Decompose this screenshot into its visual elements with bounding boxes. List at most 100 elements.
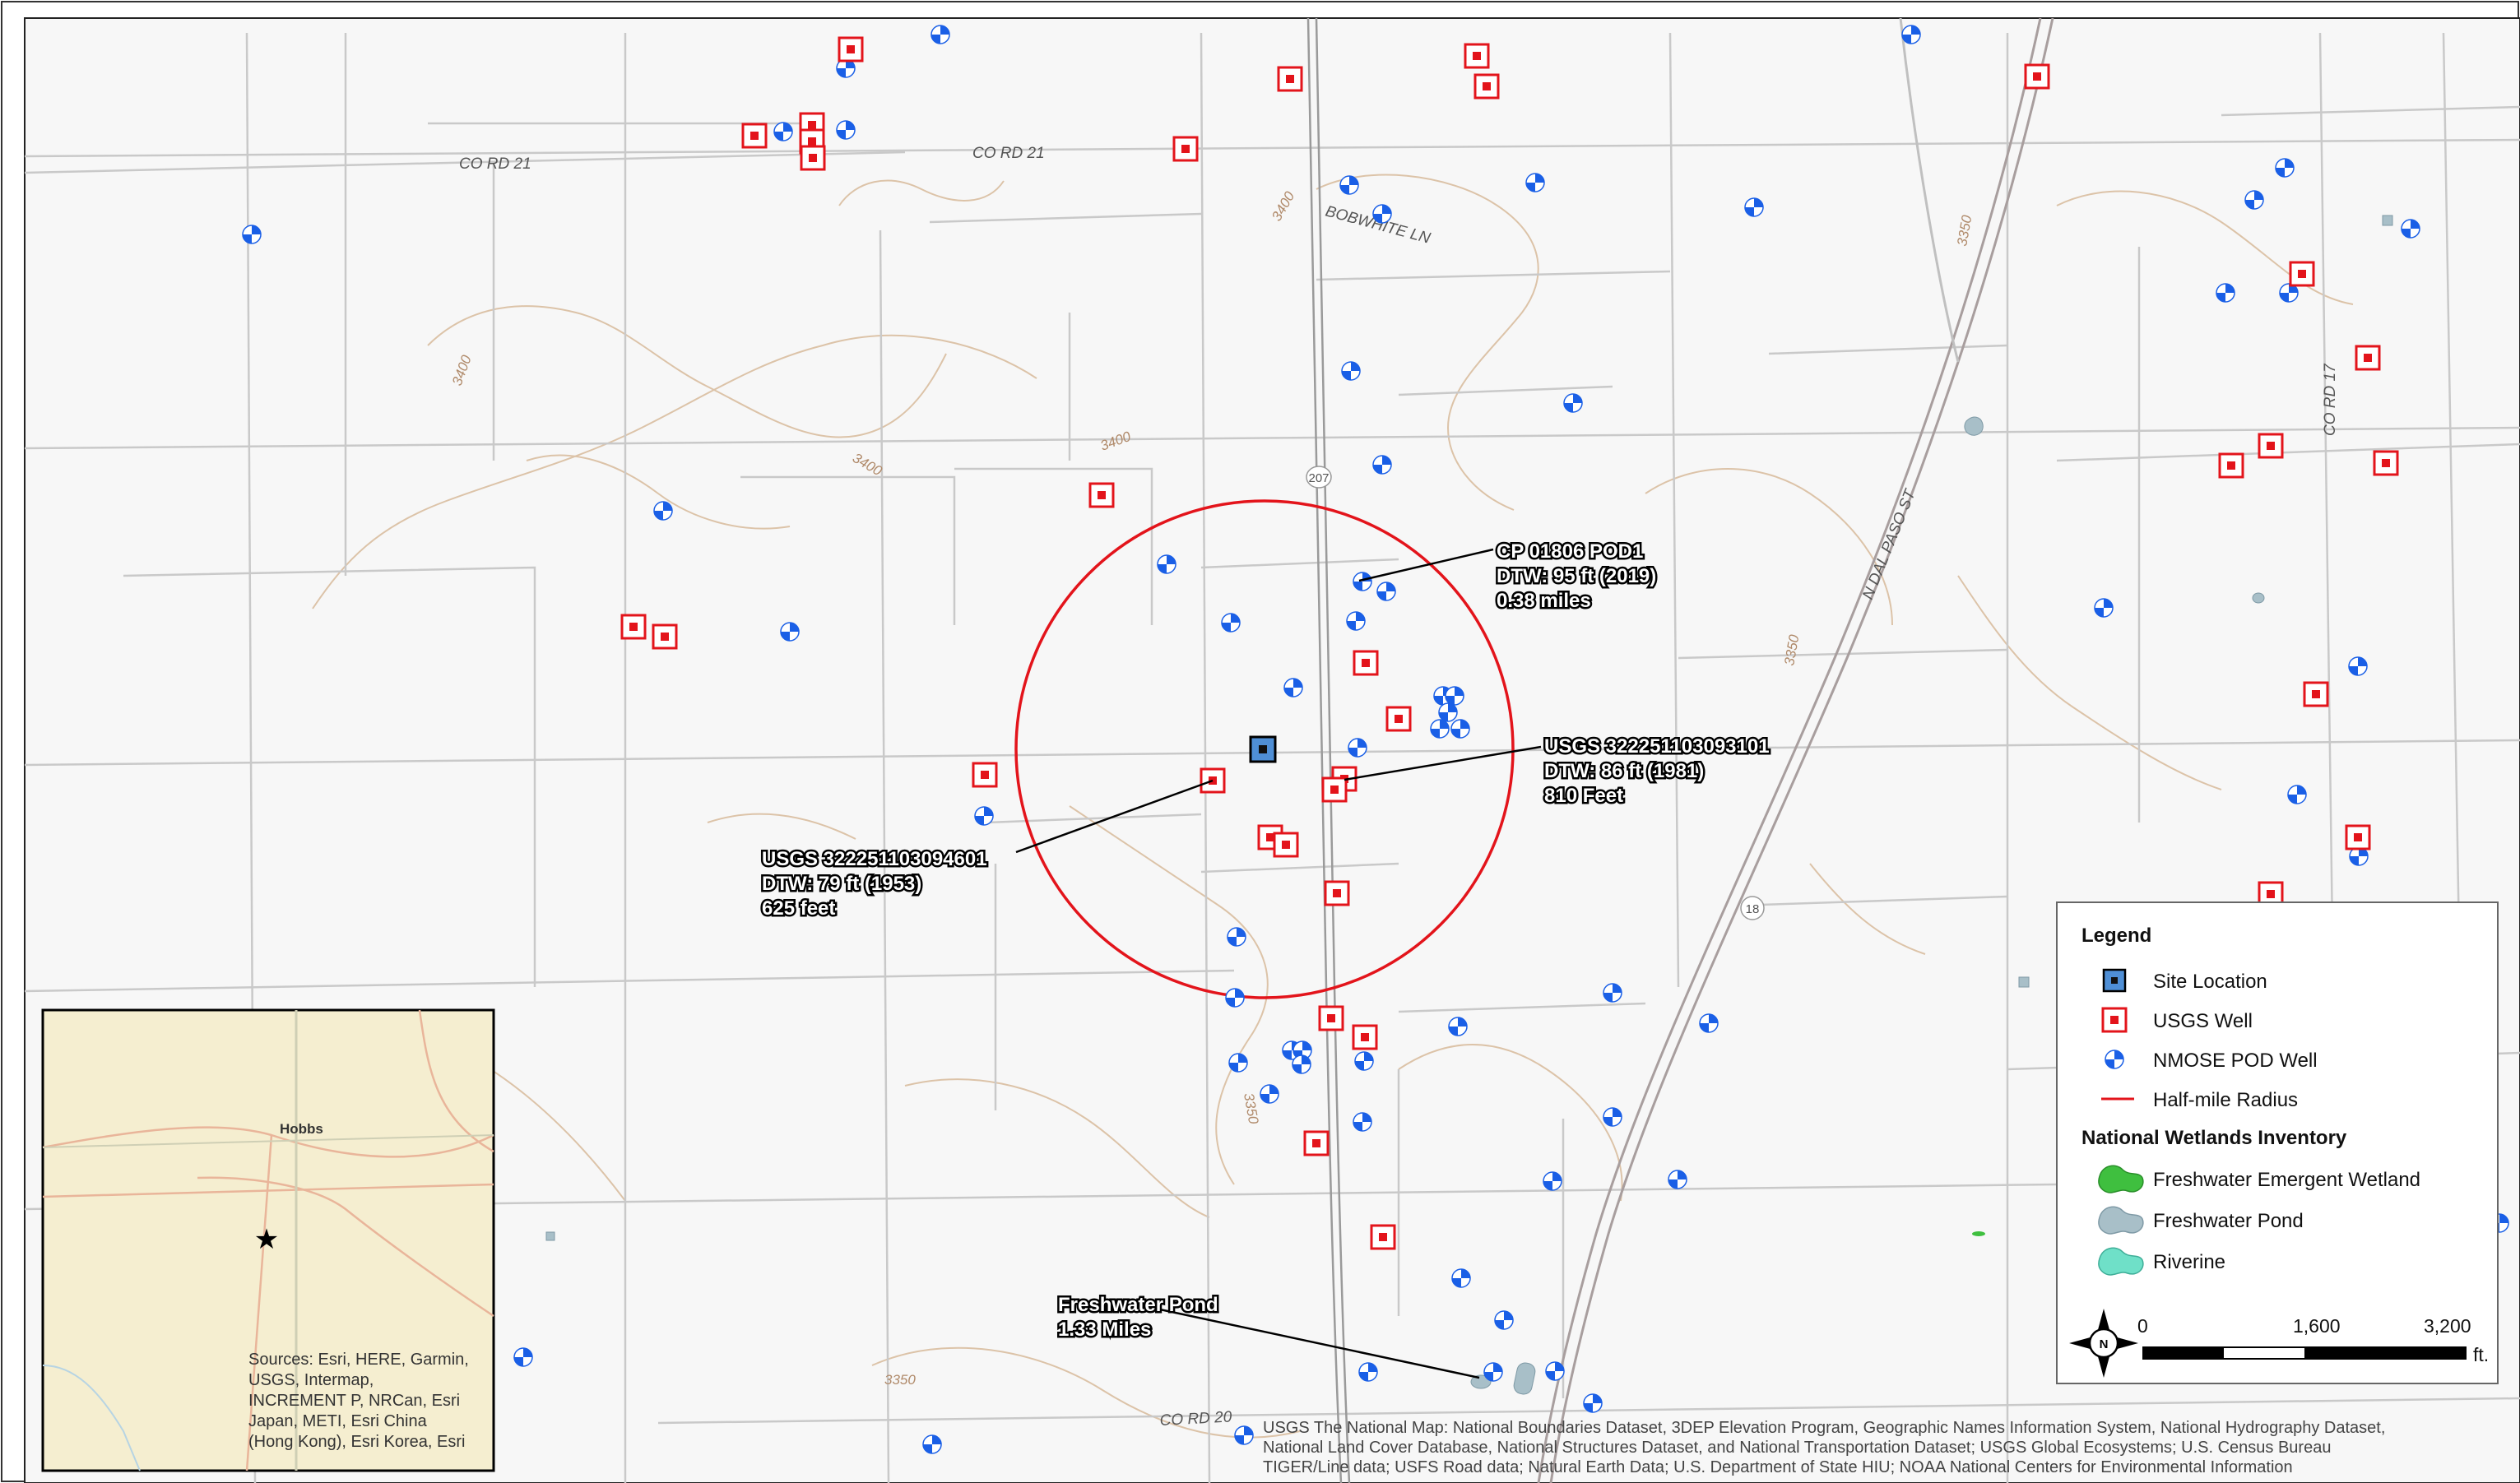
- pod-well-icon: [1543, 1171, 1562, 1191]
- half-mile-radius: [1014, 499, 1515, 999]
- usgs-square-icon: [2258, 433, 2284, 459]
- pod-well-icon: [513, 1347, 533, 1367]
- usgs-square-icon: [1318, 1005, 1344, 1031]
- svg-text:Sources: Esri, HERE, Garmin,: Sources: Esri, HERE, Garmin,: [248, 1351, 469, 1369]
- svg-text:N: N: [2100, 1337, 2109, 1351]
- inset-sources: Sources: Esri, HERE, Garmin, USGS, Inter…: [248, 1351, 469, 1451]
- north-arrow-icon: N: [2069, 1309, 2138, 1378]
- pod-well-icon: [2105, 1050, 2124, 1069]
- inset-map: Hobbs ★ Sources: Esri, HERE, Garmin, USG…: [41, 1008, 495, 1472]
- svg-text:DTW: 86 ft (1981): DTW: 86 ft (1981): [1544, 760, 1704, 782]
- usgs-square-icon: [2355, 345, 2381, 371]
- emergent-wetland: [1972, 1231, 1985, 1236]
- legend-emergent-label: Freshwater Emergent Wetland: [2153, 1169, 2420, 1191]
- callout-usgs-094601: USGS 322251103094601 DTW: 79 ft (1953) 6…: [760, 779, 1214, 922]
- usgs-square-icon: [1277, 66, 1303, 92]
- usgs-square-icon: [972, 762, 998, 788]
- pod-well-icon: [1430, 719, 1450, 739]
- pod-well-icon: [1563, 393, 1583, 413]
- pod-well-icon: [1234, 1425, 1254, 1445]
- svg-text:DTW: 95 ft (2019): DTW: 95 ft (2019): [1497, 565, 1656, 587]
- pod-well-icon: [1346, 611, 1366, 631]
- usgs-square-icon: [2024, 63, 2050, 90]
- pod-well-icon: [1603, 983, 1622, 1003]
- svg-text:TIGER/Line data; USFS Road dat: TIGER/Line data; USFS Road data; Natural…: [1263, 1458, 2293, 1476]
- pod-well-icon: [773, 122, 793, 141]
- pod-well-icon: [2244, 190, 2264, 210]
- usgs-square-icon: [1172, 136, 1199, 162]
- site-location[interactable]: [1249, 735, 1277, 763]
- pod-well-icon: [780, 622, 800, 642]
- pod-well-icon: [1353, 1112, 1372, 1132]
- wetlands-title: National Wetlands Inventory: [2081, 1127, 2347, 1149]
- pod-well-icon: [1157, 554, 1176, 574]
- pond-features: [545, 215, 2393, 1395]
- pod-well-icon: [1744, 197, 1764, 217]
- pod-well-icon: [1901, 25, 1921, 44]
- pod-well-icon: [1603, 1107, 1622, 1127]
- road-label-co-rd-20: CO RD 20: [1159, 1408, 1232, 1430]
- pod-well-icon: [1354, 1051, 1374, 1071]
- map-credits: USGS The National Map: National Boundari…: [1263, 1419, 2385, 1476]
- pod-well-icon: [2348, 656, 2368, 676]
- pod-well-icon: [653, 501, 673, 521]
- pod-well-icon: [930, 25, 950, 44]
- usgs-square-icon: [1353, 650, 1379, 676]
- pod-well-icon: [1353, 572, 1372, 591]
- callout-usgs-093101: USGS 322251103093101 DTW: 86 ft (1981) 8…: [1344, 734, 1771, 809]
- pod-well-icon: [1225, 988, 1245, 1008]
- usgs-square-icon: [1385, 706, 1412, 732]
- scale-label-1600: 1,600: [2293, 1315, 2341, 1337]
- usgs-square-icon: [2345, 824, 2371, 850]
- usgs-square-icon: [1303, 1130, 1330, 1156]
- pod-well-icon: [1438, 702, 1458, 722]
- pod-well-icon: [1494, 1310, 1514, 1330]
- pod-well-icon: [1372, 455, 1392, 475]
- scale-unit: ft.: [2473, 1344, 2489, 1365]
- usgs-square-icon: [1324, 880, 1350, 906]
- svg-text:810 Feet: 810 Feet: [1544, 785, 1623, 807]
- svg-text:USGS, Intermap,: USGS, Intermap,: [248, 1371, 374, 1389]
- site-square-icon: [2102, 968, 2127, 993]
- pod-well-icon: [1228, 1053, 1248, 1073]
- pod-well-icon: [974, 806, 994, 826]
- pod-well-icon: [922, 1434, 942, 1454]
- pod-well-icon: [1525, 173, 1545, 192]
- svg-text:18: 18: [1746, 902, 1760, 916]
- usgs-square-icon: [1464, 43, 1490, 69]
- usgs-square-icon: [800, 145, 826, 171]
- svg-text:Japan, METI, Esri China: Japan, METI, Esri China: [248, 1412, 428, 1430]
- railroad: [1537, 18, 2054, 1483]
- pod-well-icon: [1450, 719, 1470, 739]
- usgs-square-icon: [2373, 450, 2399, 476]
- road-label-co-rd-21-east: CO RD 21: [972, 145, 1045, 162]
- legend-riverine-label: Riverine: [2153, 1251, 2225, 1273]
- emergent-wetland-icon: [2098, 1165, 2144, 1193]
- usgs-square-icon: [1321, 776, 1348, 803]
- highway-shield-18: 18: [1740, 896, 1765, 920]
- svg-text:INCREMENT P, NRCan, Esri: INCREMENT P, NRCan, Esri: [248, 1392, 460, 1410]
- svg-text:207: 207: [1308, 471, 1329, 485]
- usgs-square-icon: [1352, 1024, 1378, 1050]
- usgs-square-icon: [741, 123, 768, 149]
- pod-well-icon: [2275, 158, 2295, 178]
- usgs-square-icon: [1473, 73, 1500, 100]
- pod-well-icon: [2401, 219, 2420, 239]
- road-label-co-rd-17: CO RD 17: [2322, 363, 2339, 436]
- svg-text:National Land Cover Database,: National Land Cover Database, National S…: [1263, 1439, 2331, 1457]
- pod-well-icon: [2094, 598, 2114, 618]
- pod-well-icon: [1583, 1393, 1603, 1413]
- pod-well-icon: [1545, 1361, 1565, 1381]
- contour-lines: [164, 174, 2354, 1439]
- pod-well-icon: [836, 120, 856, 140]
- contour-label: 3350: [884, 1372, 916, 1388]
- usgs-square-icon: [2303, 681, 2329, 707]
- callout-freshwater-pond: Freshwater Pond 1.33 Miles: [1056, 1292, 1480, 1379]
- usgs-square-icon: [1370, 1224, 1396, 1250]
- legend-radius-label: Half-mile Radius: [2153, 1089, 2298, 1111]
- highway-shield-207: 207: [1306, 466, 1332, 489]
- legend-pond-label: Freshwater Pond: [2153, 1210, 2304, 1232]
- pod-well-icon: [1451, 1268, 1471, 1288]
